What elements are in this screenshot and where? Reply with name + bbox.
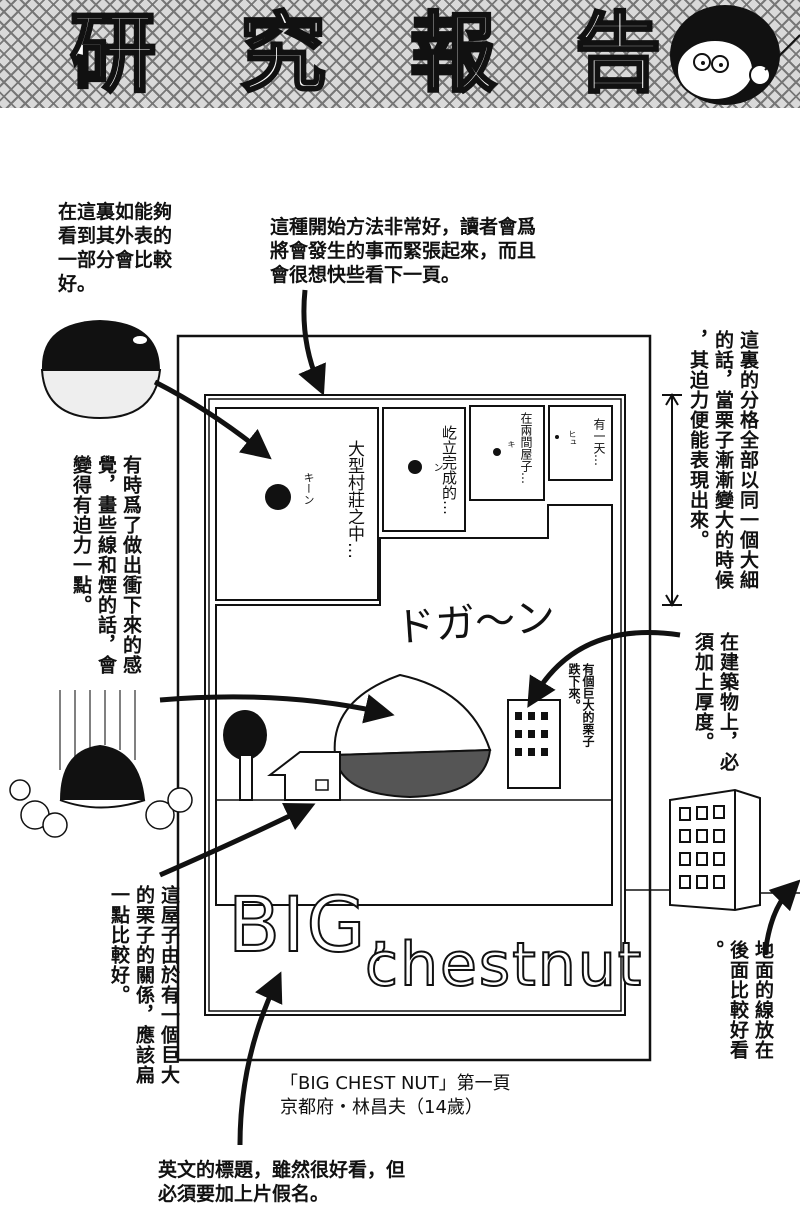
panel2-sfx: ン bbox=[431, 462, 442, 472]
note-bottom-right-vertical: 地面的線放在 後面比較好看 。 bbox=[702, 940, 774, 1060]
main-sfx: ドガ～ン bbox=[393, 594, 557, 652]
note-top-left: 在這裏如能夠 看到其外表的 一部分會比較 好。 bbox=[58, 201, 173, 295]
note-left-vertical: 有時爲了做出衝下來的感 覺，畫些線和煙的話，會 變得有迫力一點。 bbox=[70, 455, 142, 675]
note-top-center: 這種開始方法非常好，讀者會爲 將會發生的事而緊張起來，而且 會很想快些看下一頁。 bbox=[270, 216, 537, 286]
note-right-top-vertical: 這裏的分格全部以同一個大細 的話，當栗子漸漸變大的時候 ，其迫力便能表現出來。 bbox=[687, 330, 759, 590]
note-right-mid-vertical: 在建築物上，必 須加上厚度。 bbox=[692, 632, 739, 772]
panel1-sfx: キーン bbox=[302, 472, 315, 505]
chestnut-icon bbox=[40, 320, 162, 420]
panel3-text: 在兩間屋子… bbox=[519, 412, 533, 484]
size-indicator-icon bbox=[662, 393, 682, 607]
main-panel-text: 有個巨大的栗子 跌下來。 bbox=[567, 663, 595, 747]
panel2-text: 屹立完成的… bbox=[440, 425, 458, 515]
panel4-sfx: ヒュ bbox=[568, 430, 577, 446]
caption-line2: 京都府・林昌夫（14歲） bbox=[280, 1097, 483, 1118]
arrow-icons bbox=[153, 289, 800, 1146]
mascot-icon bbox=[670, 5, 800, 105]
note-bottom: 英文的標題，雖然很好看，但 必須要加上片假名。 bbox=[158, 1159, 406, 1205]
note-bottom-left-vertical: 這屋子由於有一個巨大 的栗子的關係，應該扁 一點比較好。 bbox=[108, 885, 180, 1085]
caption-line1: 「BIG CHEST NUT」第一頁 bbox=[280, 1073, 511, 1094]
falling-chestnut-icon bbox=[9, 690, 193, 838]
header-char: 報 bbox=[409, 4, 498, 104]
title-line1: BIG, bbox=[227, 879, 394, 970]
panel4-text: 有一天… bbox=[592, 418, 606, 466]
header-banner: 研 究 報 告 bbox=[0, 0, 800, 108]
header-char: 究 bbox=[239, 4, 328, 104]
title-line2: chestnut bbox=[364, 929, 644, 1001]
panel3-sfx: キ bbox=[507, 440, 516, 448]
building-icon bbox=[625, 788, 800, 912]
header-char: 研 bbox=[69, 4, 158, 104]
header-char: 告 bbox=[574, 4, 663, 104]
panel1-text: 大型村莊之中… bbox=[344, 440, 364, 559]
